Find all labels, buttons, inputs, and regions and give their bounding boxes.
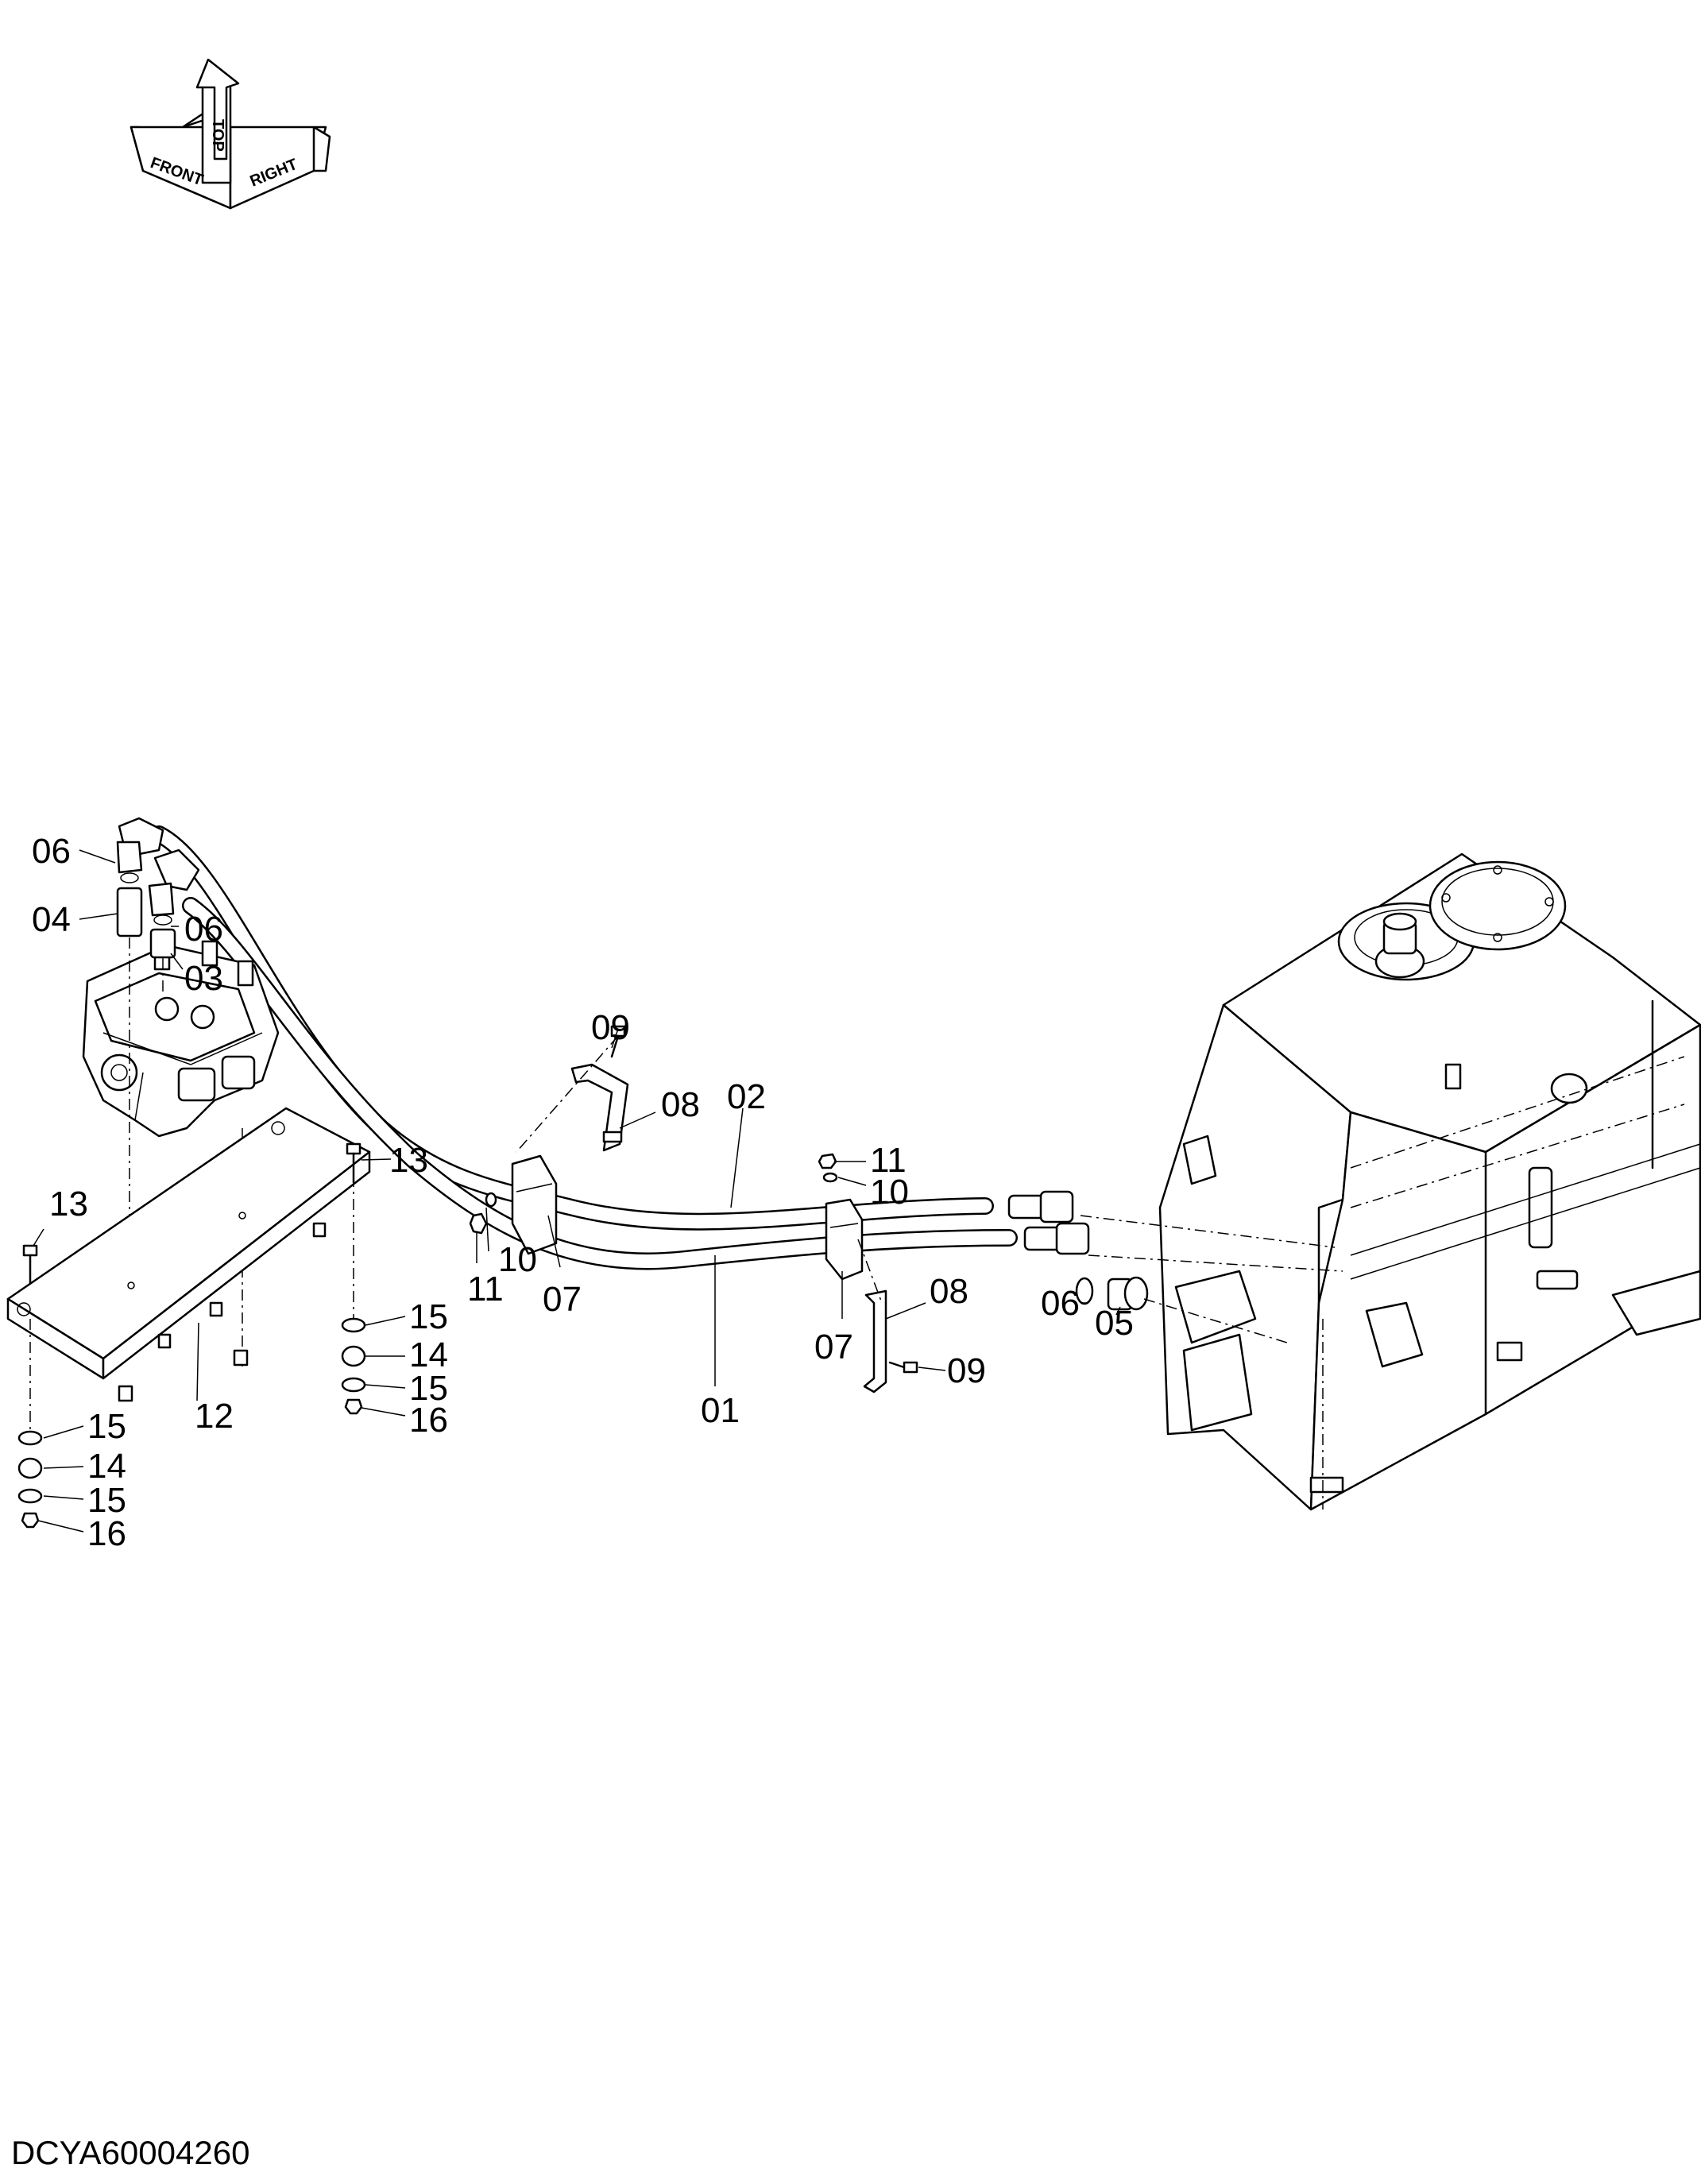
callout-12: 12 bbox=[195, 1397, 234, 1436]
callout-08-b: 08 bbox=[930, 1272, 968, 1311]
hose-clamp-right bbox=[825, 1198, 864, 1281]
callout-10-b: 10 bbox=[498, 1240, 537, 1279]
callout-09-b: 09 bbox=[947, 1351, 986, 1390]
callout-07-b: 07 bbox=[814, 1328, 853, 1366]
callout-11-a: 11 bbox=[870, 1141, 907, 1180]
callout-15-a: 15 bbox=[409, 1297, 448, 1336]
frame-connection-lines bbox=[1080, 1215, 1343, 1343]
callout-13-b: 13 bbox=[49, 1185, 88, 1223]
mount-stack-left bbox=[17, 1430, 43, 1529]
callout-05: 05 bbox=[1095, 1304, 1134, 1343]
callout-09-a: 09 bbox=[591, 1008, 630, 1047]
callout-03: 03 bbox=[184, 959, 223, 998]
drawing-code: DCYA60004260 bbox=[11, 2134, 250, 2171]
bracket-left bbox=[516, 1025, 629, 1153]
hose-end-fittings-valve-side bbox=[116, 817, 200, 917]
callout-07-a: 07 bbox=[543, 1280, 582, 1319]
callout-10-a: 10 bbox=[870, 1173, 909, 1212]
callout-16-a: 16 bbox=[409, 1401, 448, 1440]
callout-06-b: 06 bbox=[184, 910, 223, 949]
bracket-right bbox=[857, 1239, 918, 1394]
orientation-label-top: TOP bbox=[209, 119, 226, 152]
callout-11-b: 11 bbox=[467, 1270, 504, 1308]
callout-08-a: 08 bbox=[661, 1085, 700, 1124]
hose-clamp-left bbox=[511, 1154, 558, 1255]
hose-end-fittings-frame-side bbox=[1007, 1190, 1149, 1311]
callout-16-b: 16 bbox=[87, 1514, 126, 1553]
callout-14-b: 14 bbox=[87, 1447, 126, 1486]
nut-washer-left bbox=[469, 1192, 497, 1235]
callout-04: 04 bbox=[32, 900, 71, 939]
leader-lines bbox=[33, 849, 1121, 1533]
callout-14-a: 14 bbox=[409, 1336, 448, 1374]
machine-frame bbox=[1158, 852, 1701, 1511]
callout-labels: 06 04 06 03 09 08 02 13 13 11 10 10 11 0… bbox=[32, 832, 1134, 1553]
mount-stack-right bbox=[341, 1317, 366, 1415]
callout-01: 01 bbox=[701, 1391, 740, 1430]
callout-13-a: 13 bbox=[389, 1141, 428, 1180]
callout-15-d: 15 bbox=[87, 1481, 126, 1520]
callout-02: 02 bbox=[727, 1077, 766, 1116]
callout-06-c: 06 bbox=[1041, 1284, 1080, 1323]
callout-15-b: 15 bbox=[409, 1369, 448, 1408]
orientation-indicator: FRONT TOP RIGHT bbox=[130, 58, 331, 210]
mounting-plate bbox=[6, 1107, 371, 1402]
control-valve bbox=[82, 940, 280, 1138]
bolts-13 bbox=[22, 1142, 361, 1430]
callout-06-a: 06 bbox=[32, 832, 71, 871]
nut-washer-right bbox=[818, 1153, 838, 1183]
callout-15-c: 15 bbox=[87, 1407, 126, 1446]
